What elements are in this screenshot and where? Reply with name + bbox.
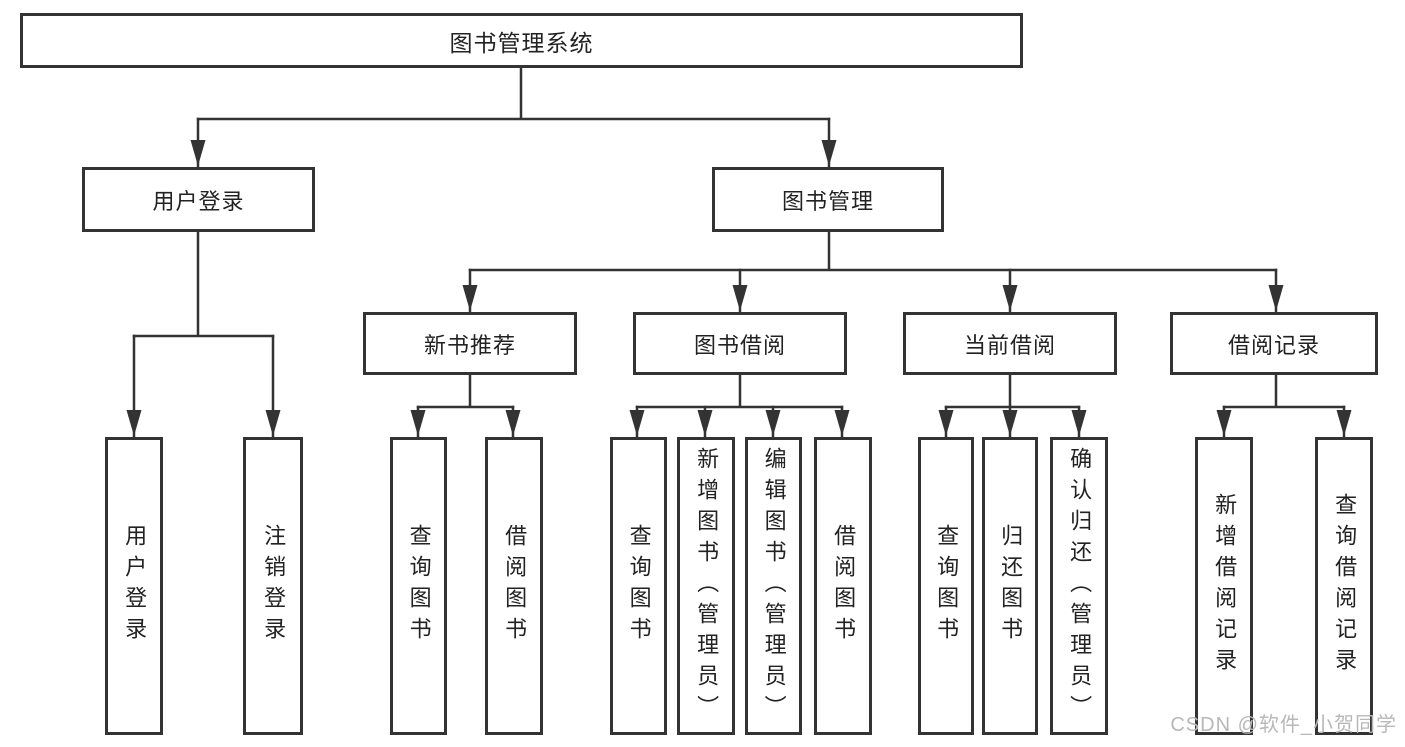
leaf-logout: 注销登录 bbox=[243, 437, 303, 735]
node-label: 用户登录 bbox=[152, 188, 245, 214]
leaf-cb-confirm-return-admin: 确认归还（管理员） bbox=[1050, 437, 1108, 735]
leaf-label: 注销登录 bbox=[261, 524, 287, 648]
leaf-label: 新增图书（管理员） bbox=[694, 446, 720, 726]
node-label: 借阅记录 bbox=[1227, 332, 1320, 358]
leaf-bb-add-books-admin: 新增图书（管理员） bbox=[677, 437, 735, 735]
watermark: CSDN @软件_小贺同学 bbox=[1170, 714, 1397, 736]
leaf-label: 用户登录 bbox=[122, 524, 148, 648]
node-book-management: 图书管理 bbox=[712, 167, 944, 232]
leaf-label: 归还图书 bbox=[998, 524, 1024, 648]
leaf-br-add-record: 新增借阅记录 bbox=[1195, 437, 1253, 735]
node-user-login: 用户登录 bbox=[82, 167, 315, 232]
node-label: 新书推荐 bbox=[423, 332, 516, 358]
leaf-nb-borrow-books: 借阅图书 bbox=[485, 437, 543, 735]
leaf-bb-query-books: 查询图书 bbox=[610, 437, 667, 735]
node-new-book-recommend: 新书推荐 bbox=[363, 312, 577, 375]
leaf-label: 编辑图书（管理员） bbox=[761, 446, 787, 726]
node-label: 图书管理系统 bbox=[449, 29, 594, 56]
node-borrowing-records: 借阅记录 bbox=[1170, 312, 1378, 375]
node-root-library-system: 图书管理系统 bbox=[20, 13, 1023, 68]
leaf-nb-query-books: 查询图书 bbox=[390, 437, 447, 735]
leaf-label: 查询图书 bbox=[934, 524, 960, 648]
leaf-bb-edit-books-admin: 编辑图书（管理员） bbox=[745, 437, 802, 735]
leaf-label: 借阅图书 bbox=[831, 524, 857, 648]
leaf-bb-borrow-books: 借阅图书 bbox=[814, 437, 872, 735]
leaf-label: 查询图书 bbox=[406, 524, 432, 648]
node-label: 图书借阅 bbox=[693, 332, 786, 358]
node-book-borrowing: 图书借阅 bbox=[633, 312, 847, 375]
leaf-cb-query-books: 查询图书 bbox=[918, 437, 974, 735]
node-label: 当前借阅 bbox=[963, 332, 1056, 358]
node-current-borrowing: 当前借阅 bbox=[903, 312, 1117, 375]
leaf-cb-return-books: 归还图书 bbox=[982, 437, 1038, 735]
leaf-label: 查询借阅记录 bbox=[1332, 493, 1358, 679]
node-label: 图书管理 bbox=[781, 188, 874, 214]
leaf-label: 确认归还（管理员） bbox=[1067, 446, 1093, 726]
leaf-label: 借阅图书 bbox=[502, 524, 528, 648]
leaf-label: 查询图书 bbox=[626, 524, 652, 648]
leaf-user-login: 用户登录 bbox=[105, 437, 163, 735]
leaf-br-query-record: 查询借阅记录 bbox=[1315, 437, 1373, 735]
leaf-label: 新增借阅记录 bbox=[1212, 493, 1238, 679]
